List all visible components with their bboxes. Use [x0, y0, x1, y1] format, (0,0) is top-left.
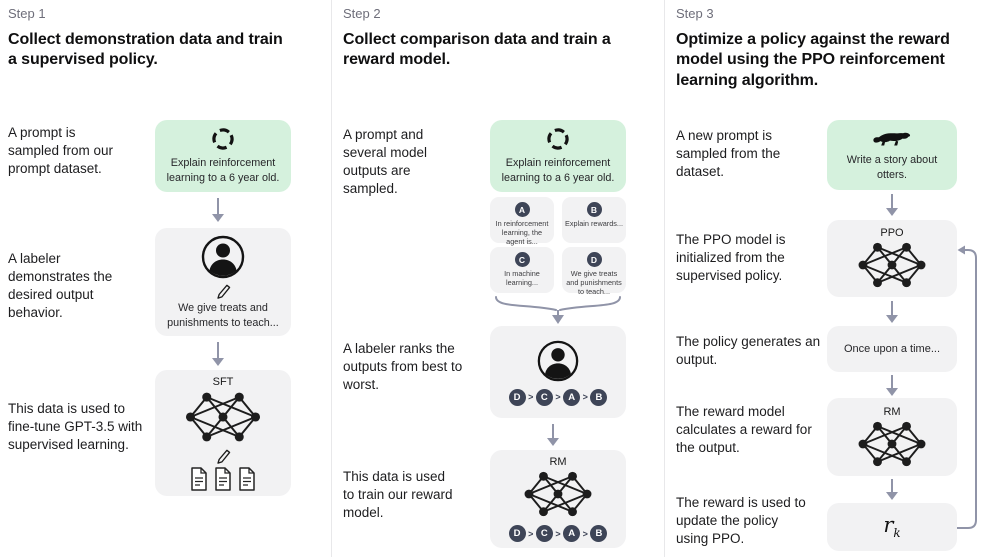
down-arrow [886, 375, 898, 396]
step1-text-labeler: A labeler demonstrates the desired outpu… [8, 251, 113, 320]
step2-text-labeler: A labeler ranks the outputs from best to… [343, 341, 463, 392]
step3-prompt-text: Write a story about otters. [846, 154, 938, 181]
output-card-a: A In reinforcement learning, the agent i… [490, 197, 554, 247]
step3-text-reward: The reward model calculates a reward for… [676, 404, 812, 455]
labeler-person-icon [200, 234, 246, 280]
step2-title: Collect comparison data and train a rewa… [343, 31, 611, 69]
rank-gt: > [582, 528, 588, 539]
rank-badge: A [563, 388, 581, 406]
step3-title: Optimize a policy against the reward mod… [676, 31, 950, 89]
step2-rm-box: RM D > [490, 450, 626, 548]
neural-network-icon [181, 389, 265, 445]
output-badge-c: C [514, 252, 530, 267]
output-text-a: In reinforcement learning, the agent is.… [495, 219, 549, 247]
output-badge-b: B [586, 202, 602, 217]
ranking-row: D > C > A > B [508, 388, 608, 406]
output-card-b: B Explain rewards... [562, 197, 626, 243]
down-arrow [212, 198, 224, 222]
down-arrow [212, 342, 224, 366]
step3-output-box: Once upon a time... [827, 326, 957, 372]
ranking-row: D > C > A > B [508, 525, 608, 542]
documents-icon [189, 466, 257, 491]
step1-text-data: This data is used to fine-tune GPT-3.5 w… [8, 401, 143, 452]
ppo-label: PPO [880, 227, 904, 239]
step3-text-init: The PPO model is initialized from the su… [676, 232, 786, 283]
step3-reward-box: rk [827, 503, 957, 551]
output-badge-d: D [586, 252, 602, 267]
sft-label: SFT [212, 375, 234, 388]
rank-badge: C [535, 388, 553, 406]
pencil-icon [215, 448, 231, 464]
down-arrow [886, 301, 898, 323]
rank-gt: > [528, 528, 534, 539]
step3-rm-box: RM [827, 398, 957, 476]
rank-badge: A [563, 525, 581, 542]
down-arrow [886, 479, 898, 500]
step3-ppo-box: PPO [827, 220, 957, 297]
rank-gt: > [555, 392, 561, 402]
rank-badge: D [508, 525, 526, 542]
rank-badge: B [590, 388, 608, 406]
output-text-b: Explain rewards... [565, 219, 623, 228]
step1-prompt-box: Explain reinforcement learning to a 6 ye… [155, 120, 291, 192]
column-divider [664, 0, 665, 557]
step1-sft-box: SFT [155, 370, 291, 496]
pencil-icon [215, 283, 231, 300]
step1-column: Step 1 Collect demonstration data and tr… [0, 0, 331, 557]
step2-prompt-box: Explain reinforcement learning to a 6 ye… [490, 120, 626, 192]
step1-labeler-box: We give treats and punishments to teach.… [155, 228, 291, 336]
step2-labeler-box: D > C > A > B [490, 326, 626, 418]
sample-cycle-icon [211, 127, 235, 151]
step1-text-prompt: A prompt is sampled from our prompt data… [8, 125, 114, 176]
rank-gt: > [528, 392, 534, 402]
step3-text-output: The policy generates an output. [676, 334, 821, 367]
column-divider [331, 0, 332, 557]
rank-badge: B [590, 525, 608, 542]
rm-label: RM [549, 456, 567, 468]
step3-text-update: The reward is used to update the policy … [676, 495, 806, 546]
reward-value: rk [883, 513, 901, 541]
neural-network-icon [854, 419, 930, 469]
output-text-c: In machine learning... [504, 269, 540, 288]
step2-column: Step 2 Collect comparison data and train… [335, 0, 664, 557]
step3-label: Step 3 [676, 6, 714, 21]
rm-label: RM [883, 405, 901, 418]
step2-text-data: This data is used to train our reward mo… [343, 469, 453, 520]
step1-title: Collect demonstration data and train a s… [8, 31, 283, 69]
step3-prompt-box: Write a story about otters. [827, 120, 957, 190]
sample-cycle-icon [546, 127, 570, 151]
step2-text-prompt: A prompt and several model outputs are s… [343, 127, 428, 196]
output-badge-a: A [514, 202, 530, 217]
neural-network-icon [854, 240, 930, 290]
labeler-person-icon [536, 339, 580, 383]
step2-label: Step 2 [343, 6, 381, 21]
output-card-d: D We give treats and punishments to teac… [562, 247, 626, 297]
down-arrow [886, 194, 898, 216]
output-text-d: We give treats and punishments to teach.… [566, 269, 622, 297]
step3-output-text: Once upon a time... [844, 342, 940, 355]
step1-label: Step 1 [8, 6, 46, 21]
step3-column: Step 3 Optimize a policy against the rew… [668, 0, 993, 557]
step3-text-prompt: A new prompt is sampled from the dataset… [676, 128, 781, 179]
feedback-loop-arrow [956, 240, 986, 540]
neural-network-icon [520, 469, 596, 519]
rank-badge: D [508, 388, 526, 406]
step1-labeler-text: We give treats and punishments to teach.… [167, 302, 279, 329]
rank-badge: C [535, 525, 553, 542]
rank-gt: > [555, 528, 561, 539]
otter-icon [872, 128, 912, 148]
step1-prompt-text: Explain reinforcement learning to a 6 ye… [166, 157, 280, 184]
output-card-c: C In machine learning... [490, 247, 554, 293]
step2-prompt-text: Explain reinforcement learning to a 6 ye… [501, 157, 615, 184]
down-arrow [547, 424, 559, 446]
rank-gt: > [582, 392, 588, 402]
converge-arrow [490, 295, 626, 325]
